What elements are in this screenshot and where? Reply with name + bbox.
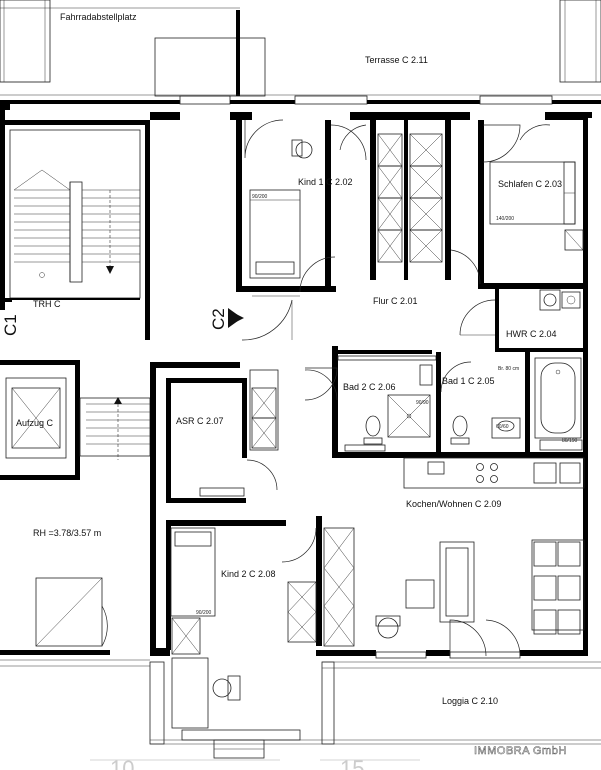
brand-logo: IMMOBRA GmbH [474, 745, 567, 757]
room-asr [166, 369, 279, 503]
label-kind2: Kind 2 C 2.08 [221, 569, 276, 579]
axis-label-10: 10 [110, 756, 134, 770]
kitchen [403, 457, 585, 489]
room-kind1 [236, 112, 336, 297]
living-furniture [375, 539, 585, 639]
room-schlafen [450, 120, 588, 289]
label-terrasse: Terrasse C 2.11 [365, 55, 428, 65]
label-bad1: Bad 1 C 2.05 [442, 376, 495, 386]
c2-entrance-marker: C2 [209, 299, 293, 341]
label-aufzug: Aufzug C [16, 418, 54, 428]
left-lower-area [0, 577, 150, 667]
svg-text:C2: C2 [209, 308, 228, 330]
dim-bed-schlafen: 140/200 [496, 216, 514, 222]
label-fahrradabstellplatz: Fahrradabstellplatz [60, 12, 137, 22]
label-kind1: Kind 1 C 2.02 [298, 177, 353, 187]
stairwell [0, 110, 150, 340]
dim-shower: 90/90 [416, 400, 429, 406]
label-trh: TRH C [33, 299, 61, 309]
terrace-area [0, 0, 601, 97]
label-kochen-wohnen: Kochen/Wohnen C 2.09 [406, 499, 501, 509]
dim-bed-kind2: 90/200 [196, 610, 212, 616]
dim-bed-kind1: 90/200 [252, 194, 268, 200]
closets-flur [330, 120, 451, 280]
label-asr: ASR C 2.07 [176, 416, 224, 426]
label-bad2: Bad 2 C 2.06 [343, 382, 396, 392]
dim-tub: 80/190 [562, 438, 578, 444]
dim-wc: 60/60 [496, 424, 509, 430]
label-flur: Flur C 2.01 [373, 296, 418, 306]
south-wall-loggia [149, 619, 601, 759]
label-schlafen: Schlafen C 2.03 [498, 179, 562, 189]
room-kind2 [166, 516, 355, 729]
label-hwr: HWR C 2.04 [506, 329, 557, 339]
label-loggia: Loggia C 2.10 [442, 696, 498, 706]
dim-bad1-width: Br. 80 cm [498, 366, 519, 372]
axis-label-c1: C1 [1, 314, 20, 336]
north-wall [0, 95, 601, 120]
room-hwr [459, 289, 588, 352]
label-raumhoehe: RH =3.78/3.57 m [33, 528, 101, 538]
elevator-area [0, 360, 240, 652]
axis-label-15: 15 [340, 756, 364, 770]
room-bad1 [419, 352, 583, 452]
